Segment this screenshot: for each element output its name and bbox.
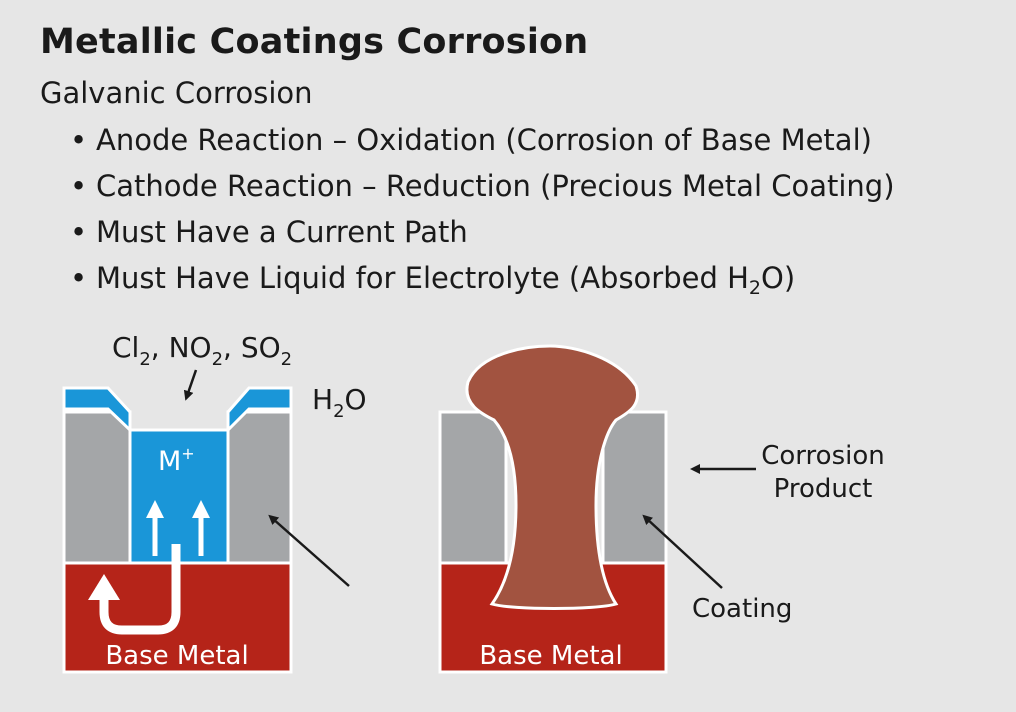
- bullet-item: •Must Have a Current Path: [70, 210, 895, 256]
- coating-layer-right: [601, 410, 668, 565]
- slide-title: Metallic Coatings Corrosion: [40, 22, 589, 62]
- bullet-dot: •: [70, 123, 88, 157]
- bullet-dot: •: [70, 261, 88, 295]
- corrosion-product-label-line1: Corrosion: [761, 441, 884, 471]
- bullet-dot: •: [70, 169, 88, 203]
- corrosion-product-label-line2: Product: [774, 474, 873, 504]
- bullet-subscript: 2: [748, 277, 762, 299]
- bullet-text: Must Have a Current Path: [96, 215, 468, 249]
- coating-layer-left: [438, 410, 508, 565]
- bullet-list: •Anode Reaction – Oxidation (Corrosion o…: [70, 118, 895, 302]
- ion-arrowhead-left: [146, 500, 164, 518]
- current-path-arrow: [99, 544, 181, 635]
- corrosion-product-blob: [465, 344, 639, 610]
- base-metal-label-right: Base Metal: [479, 641, 622, 671]
- corrosion-product-diagram: Base Metal Corrosion Product Coating: [438, 344, 885, 674]
- coating-label: Coating: [692, 594, 792, 624]
- slide-subtitle: Galvanic Corrosion: [40, 76, 313, 110]
- electrolyte-film: [62, 386, 293, 565]
- bullet-text-tail: O): [761, 261, 796, 295]
- bullet-dot: •: [70, 215, 88, 249]
- bullet-text: Must Have Liquid for Electrolyte (Absorb…: [96, 261, 749, 295]
- bullet-item: •Anode Reaction – Oxidation (Corrosion o…: [70, 118, 895, 164]
- metal-ion-label: M+: [158, 444, 195, 477]
- base-metal-label-left: Base Metal: [105, 641, 248, 671]
- bullet-item: •Must Have Liquid for Electrolyte (Absor…: [70, 256, 895, 302]
- ion-arrowhead-right: [192, 500, 210, 518]
- coating-layer-right: [226, 410, 293, 565]
- water-label: H2O: [312, 383, 367, 422]
- bullet-item: •Cathode Reaction – Reduction (Precious …: [70, 164, 895, 210]
- coating-pointer-arrow: [268, 514, 350, 587]
- galvanic-cell-diagram: M+ Cl2, NO2, SO2 H2O Base Metal: [62, 331, 367, 674]
- bullet-text: Cathode Reaction – Reduction (Precious M…: [96, 169, 895, 203]
- bullet-text: Anode Reaction – Oxidation (Corrosion of…: [96, 123, 872, 157]
- gases-pointer-arrow: [183, 369, 198, 401]
- current-path-arrowhead: [88, 574, 120, 600]
- coating-layer-left: [62, 410, 132, 565]
- coating-pointer-arrow: [642, 514, 723, 589]
- gases-label: Cl2, NO2, SO2: [112, 331, 292, 370]
